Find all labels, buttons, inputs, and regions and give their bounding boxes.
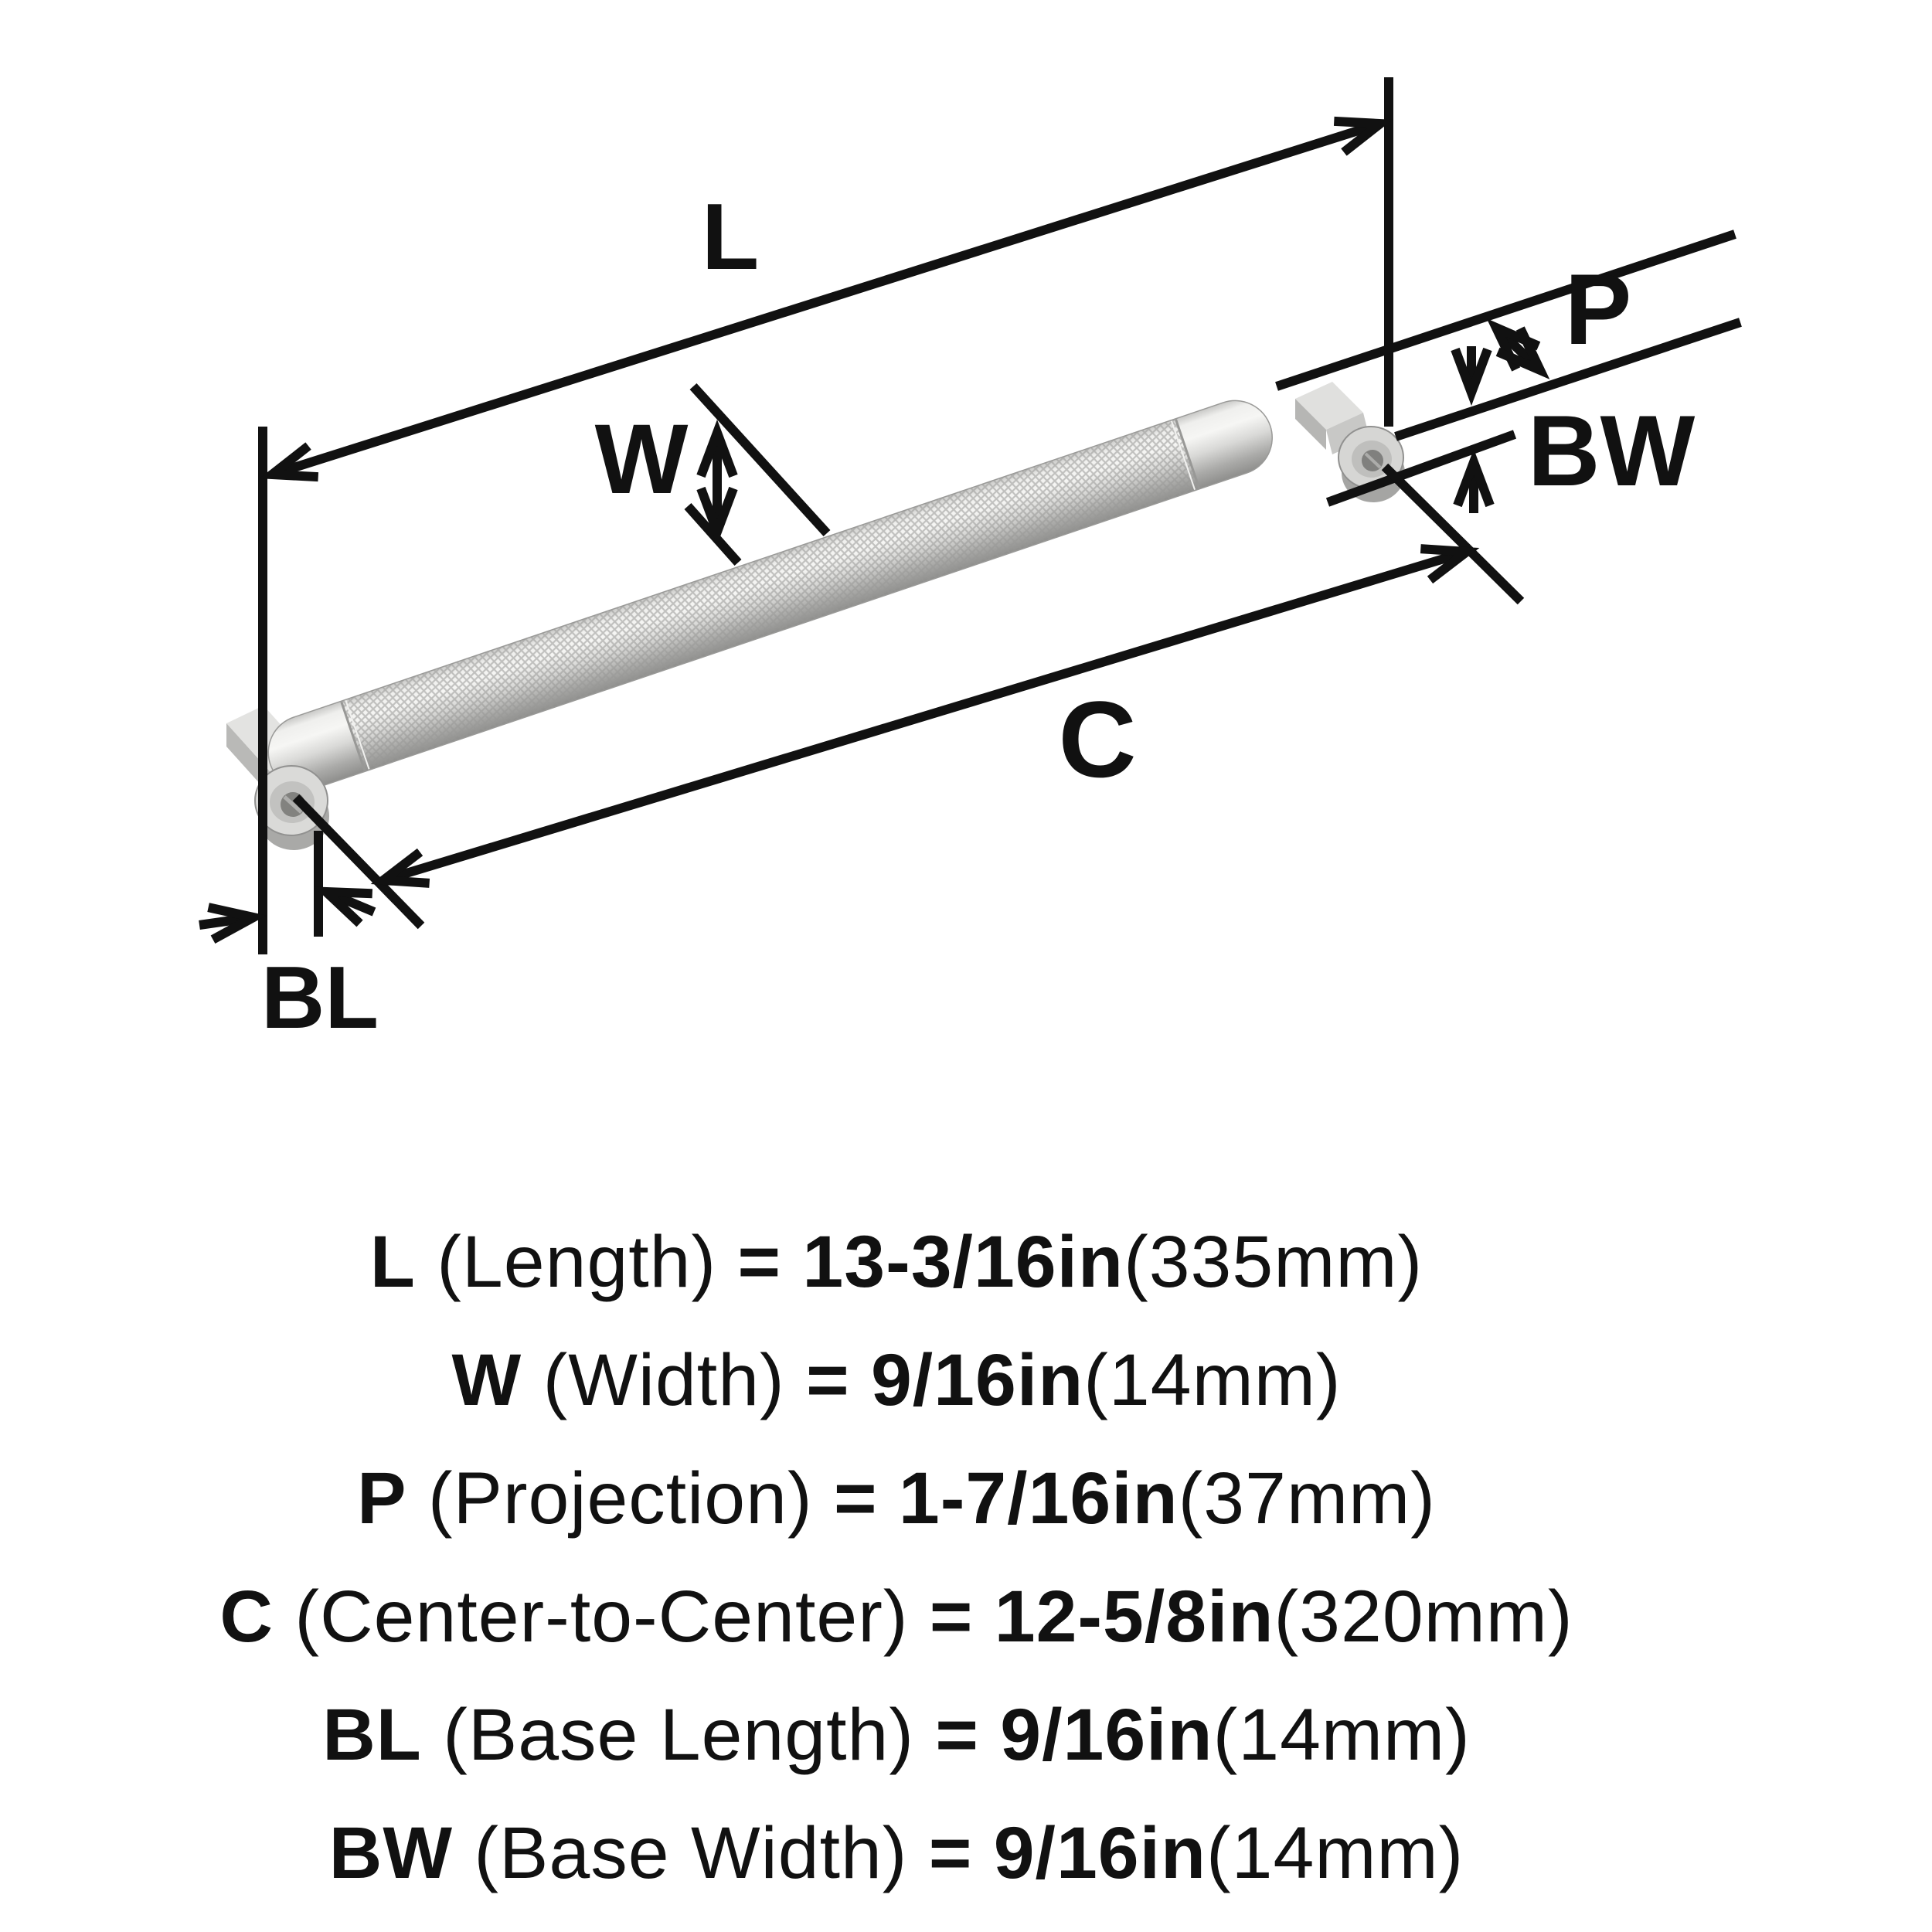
spec-name: (Base Width) <box>453 1812 929 1894</box>
bl-arrow-left <box>199 903 267 944</box>
spec-line-projection: P (Projection) = 1-7/16in(37mm) <box>357 1458 1436 1539</box>
spec-abbr: W <box>452 1339 522 1421</box>
spec-abbr: BL <box>322 1694 422 1776</box>
spec-abbr: BW <box>329 1812 453 1894</box>
spec-value: 13-3/16in <box>802 1221 1124 1303</box>
label-center-to-center: C <box>1058 679 1136 800</box>
spec-eq: = <box>930 1576 995 1658</box>
spec-value: 12-5/8in <box>995 1576 1274 1658</box>
spec-value: 1-7/16in <box>899 1458 1179 1539</box>
spec-name: (Center-to-Center) <box>274 1576 930 1658</box>
dimension-lines <box>199 77 1742 954</box>
spec-metric: (14mm) <box>1213 1694 1471 1776</box>
label-projection: P <box>1565 253 1632 366</box>
l-dimension-line <box>259 116 1393 482</box>
spec-metric: (335mm) <box>1124 1221 1423 1303</box>
spec-eq: = <box>935 1694 1000 1776</box>
spec-abbr: P <box>357 1458 406 1539</box>
p-extension-line-upper <box>1275 230 1736 391</box>
bw-extension-line-lower <box>1325 430 1517 507</box>
p-extension-line-lower <box>1394 318 1742 441</box>
spec-line-base-length: BL (Base Length) = 9/16in(14mm) <box>322 1694 1471 1776</box>
spec-metric: (37mm) <box>1179 1458 1436 1539</box>
spec-abbr: C <box>219 1576 274 1658</box>
label-base-width: BW <box>1528 394 1696 507</box>
spec-metric: (14mm) <box>1083 1339 1341 1421</box>
spec-name: (Base Length) <box>422 1694 936 1776</box>
bl-arrow-right <box>314 886 376 927</box>
label-base-length: BL <box>261 949 379 1047</box>
label-length: L <box>702 184 760 289</box>
label-width: W <box>595 404 689 515</box>
spec-abbr: L <box>370 1221 416 1303</box>
spec-line-center-to-center: C (Center-to-Center) = 12-5/8in(320mm) <box>219 1576 1573 1658</box>
c-dimension-line <box>370 544 1480 888</box>
spec-name: (Length) <box>416 1221 738 1303</box>
spec-line-base-width: BW (Base Width) = 9/16in(14mm) <box>329 1812 1464 1894</box>
w-extension-line-upper <box>689 383 831 537</box>
spec-eq: = <box>834 1458 899 1539</box>
spec-line-length: L (Length) = 13-3/16in(335mm) <box>370 1221 1423 1303</box>
spec-value: 9/16in <box>871 1339 1083 1421</box>
spec-text-block: L (Length) = 13-3/16in(335mm) W (Width) … <box>219 1221 1573 1894</box>
spec-eq: = <box>738 1221 803 1303</box>
spec-metric: (320mm) <box>1274 1576 1573 1658</box>
spec-line-width: W (Width) = 9/16in(14mm) <box>452 1339 1342 1421</box>
p-dimension-arrow <box>1486 318 1550 379</box>
spec-name: (Width) <box>522 1339 806 1421</box>
c-right-extension-line <box>1381 463 1525 605</box>
c-left-extension-line <box>292 794 425 930</box>
spec-metric: (14mm) <box>1206 1812 1464 1894</box>
spec-value: 9/16in <box>994 1812 1206 1894</box>
spec-eq: = <box>929 1812 994 1894</box>
spec-name: (Projection) <box>406 1458 834 1539</box>
spec-value: 9/16in <box>1000 1694 1213 1776</box>
spec-eq: = <box>806 1339 871 1421</box>
